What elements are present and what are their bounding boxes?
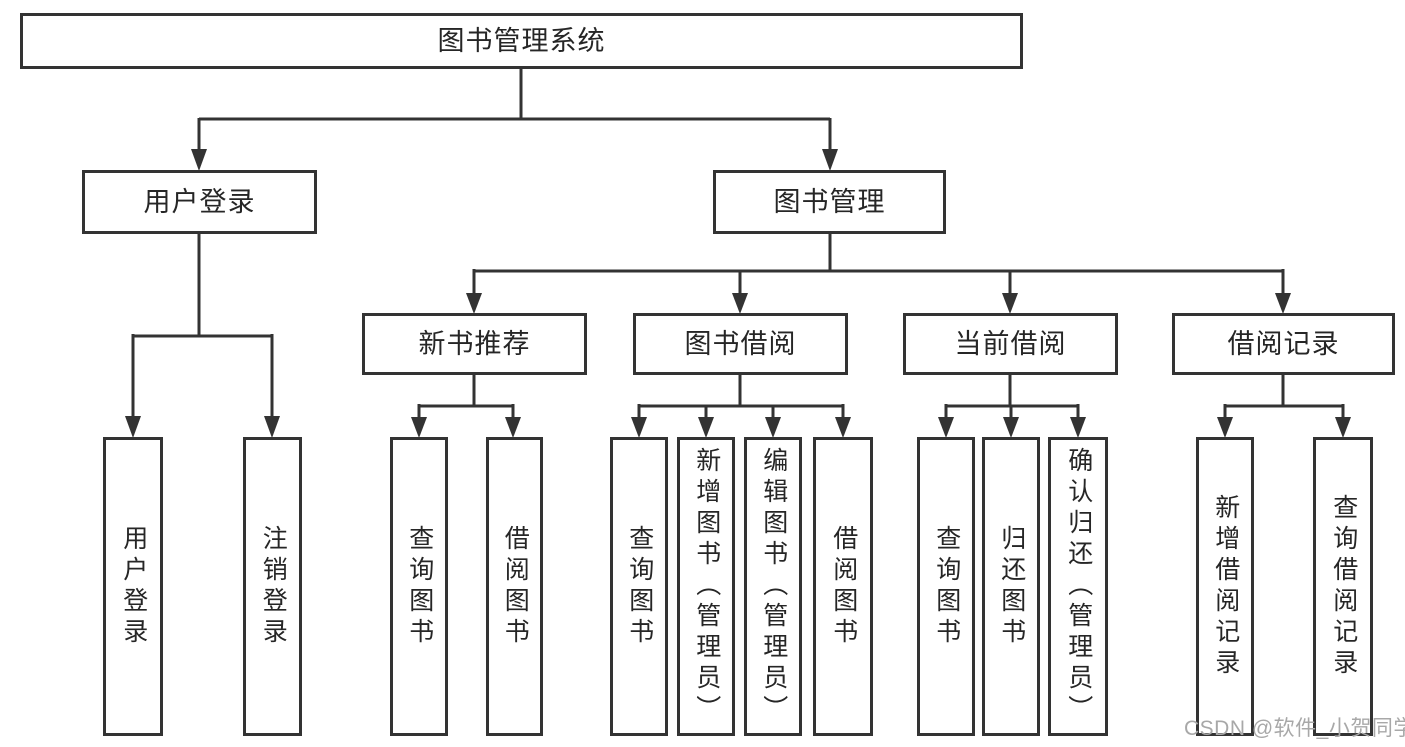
leaf-query-books-borrowing: 查询图书: [610, 437, 668, 736]
leaf-query-books-recommend: 查询图书: [390, 437, 448, 736]
connector-new-book-recommend-subtree: [417, 375, 515, 420]
leaf-user-login: 用户登录: [103, 437, 163, 736]
leaf-add-books-admin: 新增图书（管理员）: [677, 437, 735, 736]
node-book-management: 图书管理: [713, 170, 946, 234]
connector-borrowing-records-subtree: [1223, 375, 1345, 420]
leaf-confirm-return-admin: 确认归还（管理员）: [1048, 437, 1108, 736]
leaf-borrow-books-recommend: 借阅图书: [486, 437, 543, 736]
leaf-query-books-current: 查询图书: [917, 437, 975, 736]
node-new-book-recommend: 新书推荐: [362, 313, 587, 375]
leaf-add-borrow-record: 新增借阅记录: [1196, 437, 1254, 736]
leaf-edit-books-admin: 编辑图书（管理员）: [744, 437, 802, 736]
arrowheads: [125, 149, 1351, 438]
leaf-logout: 注销登录: [243, 437, 302, 736]
node-current-borrowing: 当前借阅: [903, 313, 1118, 375]
csdn-watermark: CSDN @软件_小贺同学: [1184, 717, 1405, 740]
leaf-return-books: 归还图书: [982, 437, 1040, 736]
node-borrowing-records: 借阅记录: [1172, 313, 1395, 375]
node-user-login: 用户登录: [82, 170, 317, 234]
connector-book-borrowing-subtree: [637, 375, 845, 420]
connector-root-to-level1: [197, 69, 832, 152]
connector-book-management-subtree: [472, 234, 1285, 296]
connector-current-borrowing-subtree: [944, 375, 1080, 420]
node-root: 图书管理系统: [20, 13, 1023, 69]
leaf-query-borrow-record: 查询借阅记录: [1313, 437, 1373, 736]
node-book-borrowing: 图书借阅: [633, 313, 848, 375]
leaf-borrow-books-borrowing: 借阅图书: [813, 437, 873, 736]
connector-user-login-subtree: [131, 234, 274, 420]
